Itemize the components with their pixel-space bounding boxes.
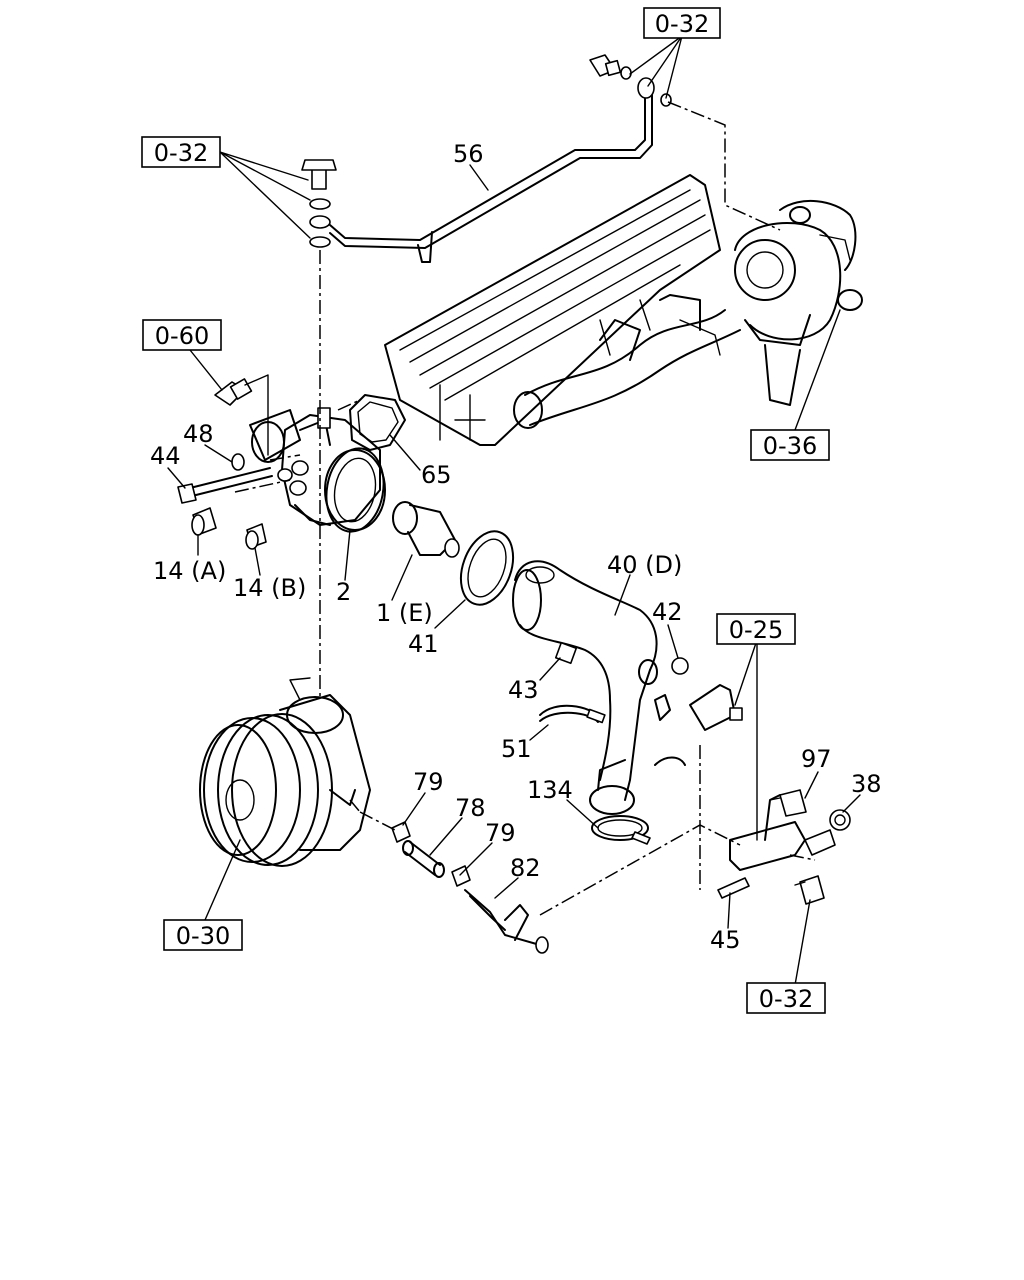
mounting-bracket (689, 684, 806, 871)
label-65: 65 (421, 461, 452, 489)
banjo-bolt-left (301, 159, 337, 248)
ref-box-sensor[interactable]: 0-60 (142, 319, 222, 351)
ref-box-top-right[interactable]: 0-32 (643, 7, 721, 39)
label-45: 45 (710, 926, 741, 954)
label-79a: 79 (413, 768, 444, 796)
hose-fitting-79a (391, 821, 411, 843)
nut-38 (829, 809, 851, 831)
elbow-gasket (459, 530, 515, 606)
clamp-51 (539, 704, 606, 724)
label-38: 38 (851, 770, 882, 798)
water-outlet-pipe (512, 560, 686, 815)
label-78: 78 (455, 794, 486, 822)
label-97: 97 (801, 745, 832, 773)
label-42: 42 (652, 598, 683, 626)
ref-box-bracket[interactable]: 0-25 (716, 613, 796, 645)
label-51: 51 (501, 735, 532, 763)
label-82: 82 (510, 854, 541, 882)
bracket-bolt (794, 875, 825, 905)
turbocharger (734, 199, 863, 406)
bypass-hose-78 (402, 840, 445, 878)
hose-clamp-134 (591, 815, 651, 845)
label-48: 48 (183, 420, 214, 448)
temperature-sensor (214, 374, 269, 456)
plug-42 (671, 657, 689, 675)
bolt-97 (769, 789, 807, 817)
bracket-stud (804, 829, 836, 856)
plug-14a (191, 507, 217, 536)
stud-45 (717, 877, 750, 899)
part-labels: 56 48 44 65 14 (A) 14 (B) 2 1 (E) 41 40 … (150, 140, 882, 954)
leader-lines (167, 35, 861, 986)
label-134: 134 (527, 776, 573, 804)
water-pipe-82 (464, 889, 549, 954)
ref-box-sensor-text: 0-60 (155, 322, 209, 350)
ref-box-bottom[interactable]: 0-32 (746, 982, 826, 1014)
gasket (325, 447, 385, 533)
plug-14b (245, 523, 267, 550)
connector-lines (234, 101, 816, 916)
outlet-gasket (349, 394, 406, 451)
ref-box-turbo-text: 0-36 (763, 432, 817, 460)
label-56: 56 (453, 140, 484, 168)
washer-48 (231, 453, 245, 471)
ref-box-pump[interactable]: 0-30 (163, 919, 243, 951)
thermostat (392, 501, 460, 558)
water-pump (199, 677, 371, 867)
thermostat-housing (249, 407, 386, 531)
label-1e: 1 (E) (376, 599, 433, 627)
oil-feed-pipe (329, 94, 653, 263)
ref-box-turbo[interactable]: 0-36 (750, 429, 830, 461)
hose-fitting-79b (451, 865, 471, 887)
bolt-44 (177, 467, 273, 504)
plug-43 (554, 641, 578, 665)
label-43: 43 (508, 676, 539, 704)
label-79b: 79 (485, 819, 516, 847)
ref-box-top-left[interactable]: 0-32 (141, 136, 221, 168)
label-40d: 40 (D) (607, 551, 682, 579)
ref-box-bracket-text: 0-25 (729, 616, 783, 644)
ref-box-bottom-text: 0-32 (759, 985, 813, 1013)
label-14a: 14 (A) (153, 557, 226, 585)
exhaust-manifold (384, 174, 741, 446)
ref-box-top-right-text: 0-32 (655, 10, 709, 38)
banjo-bolt-right (589, 54, 672, 107)
ref-box-pump-text: 0-30 (176, 922, 230, 950)
ref-box-top-left-text: 0-32 (154, 139, 208, 167)
label-14b: 14 (B) (233, 574, 306, 602)
label-2: 2 (336, 578, 351, 606)
label-41: 41 (408, 630, 439, 658)
label-44: 44 (150, 442, 181, 470)
